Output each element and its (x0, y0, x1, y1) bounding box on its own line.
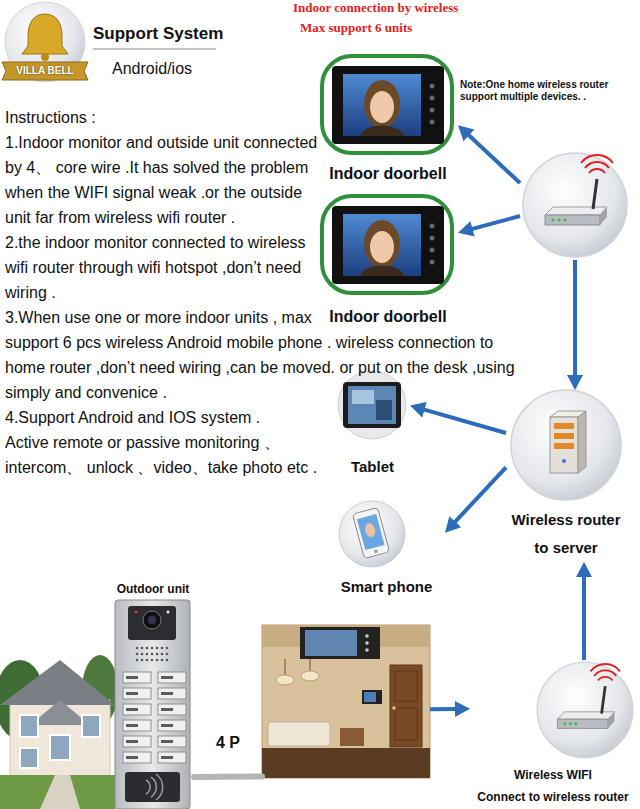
arrow-head (410, 402, 427, 417)
connector-line (471, 216, 520, 229)
arrow-connector (567, 260, 583, 390)
note-text: Note:One home wireless router support mu… (460, 79, 632, 103)
red-heading: Max support 6 units (300, 20, 412, 36)
tablet-device: Tablet (335, 375, 410, 477)
node-label: Indoor doorbell (318, 306, 458, 328)
outdoor-unit: Outdoor unit (112, 581, 194, 809)
router-icon (520, 150, 630, 260)
indoor-monitor: Indoor doorbell (318, 192, 458, 328)
instruction-text: 2.the indoor monitor connected to wirele… (5, 230, 530, 305)
node-label: Wireless router to server (506, 506, 626, 562)
connector-line (430, 707, 457, 711)
arrow-head (458, 125, 474, 141)
connector-line (423, 409, 506, 433)
node-label: Outdoor unit (112, 581, 194, 597)
arrow-head (455, 701, 470, 717)
wrap-spacer (330, 380, 530, 490)
instruction-text: Instructions : (5, 105, 530, 130)
instruction-text: Active remote or passive monitoring 、int… (5, 430, 530, 480)
instructions-block: Instructions :1.Indoor monitor and outsi… (5, 105, 530, 490)
connector-line (454, 467, 506, 523)
connector-line (194, 773, 262, 780)
arrow-connector (430, 701, 470, 717)
smartphone-device: Smart phone (328, 498, 445, 597)
connector-line (468, 134, 520, 183)
node-label: Wireless WIFI (470, 764, 636, 786)
node-label: Tablet (335, 457, 410, 477)
instruction-text: 3.When use one or more indoor units , ma… (5, 305, 530, 405)
instruction-text: 4.Support Android and IOS system . (5, 405, 530, 430)
brand-ribbon-text: VILLA BELL (6, 64, 84, 78)
system-heading: Support System (93, 23, 223, 45)
node-label: Indoor doorbell (318, 163, 458, 185)
arrow-connector (458, 125, 520, 183)
room-scene (262, 625, 430, 778)
server-router: Wireless router to server (506, 390, 626, 562)
platform-subheading: Android/ios (112, 59, 192, 79)
indoor-monitor: Indoor doorbell (318, 52, 458, 185)
node-label: Smart phone (328, 577, 445, 597)
arrow-head (567, 375, 583, 390)
arrow-connector (576, 562, 592, 660)
wrap-spacer (321, 105, 530, 330)
instruction-text: 1.Indoor monitor and outside unit connec… (5, 130, 530, 230)
connector-line (582, 575, 586, 660)
node-label: Connect to wireless router (470, 786, 636, 808)
connector-line (573, 260, 577, 377)
wifi-router: Wireless WIFIConnect to wireless router (470, 660, 636, 808)
arrow-connector (458, 216, 520, 237)
cable-connector (194, 776, 262, 778)
arrow-head (445, 516, 461, 532)
wire-label: 4 P (214, 733, 242, 753)
red-heading: Indoor connection by wireless (293, 0, 458, 16)
arrow-connector (410, 402, 506, 433)
arrow-head (576, 562, 592, 577)
arrow-connector (445, 467, 506, 532)
arrow-head (458, 221, 475, 236)
